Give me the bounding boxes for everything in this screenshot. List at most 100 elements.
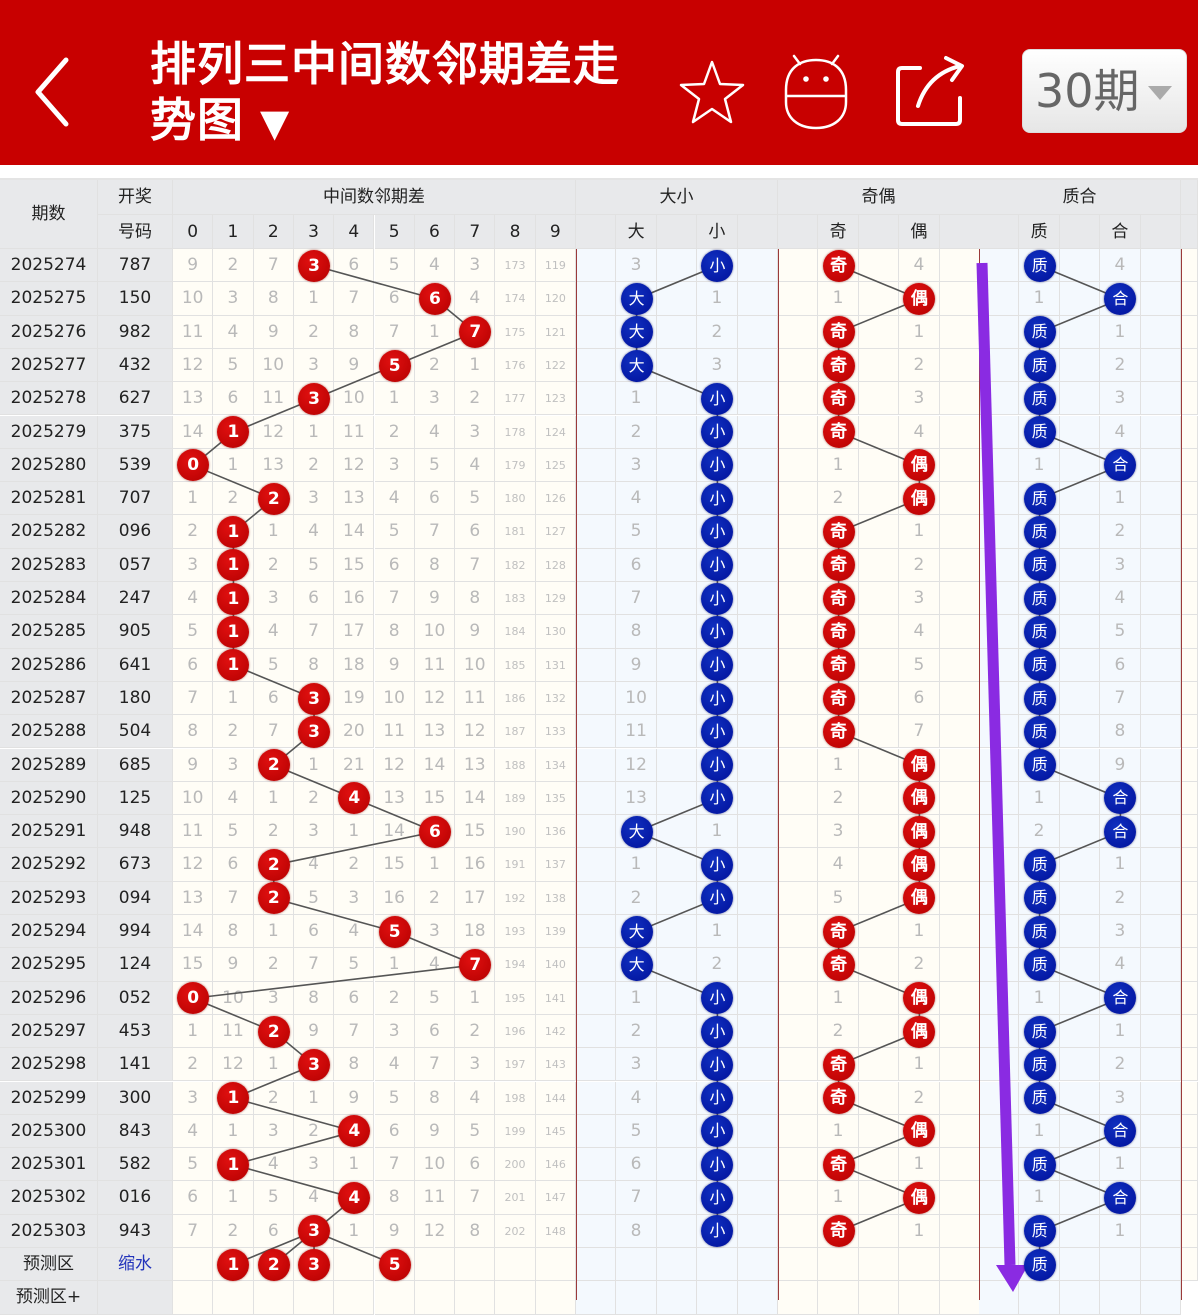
pc-cell bbox=[1140, 348, 1181, 383]
oe-cell bbox=[858, 615, 900, 649]
favorite-button[interactable] bbox=[674, 52, 750, 132]
diff-hit-ball: 7 bbox=[459, 316, 492, 349]
pc-cell bbox=[1059, 1181, 1101, 1215]
pc-hit-ball-prime: 质 bbox=[1023, 249, 1056, 282]
extra-cell bbox=[1181, 348, 1198, 383]
pc-cell: 7 bbox=[1100, 681, 1141, 716]
shrink-link[interactable]: 缩水 bbox=[98, 1248, 173, 1282]
diff-cell: 4 bbox=[455, 1081, 496, 1115]
pc-cell bbox=[1140, 515, 1181, 549]
diff-cell: 4 bbox=[293, 515, 335, 549]
oe-cell: 1 bbox=[818, 1114, 859, 1149]
diff-cell: 5 bbox=[455, 1114, 496, 1149]
predict-diff-cell bbox=[495, 1248, 536, 1282]
header-sub-prime-composite-3: 合 bbox=[1100, 215, 1141, 249]
oe-cell bbox=[939, 415, 980, 449]
oe-hit-ball-even: 偶 bbox=[903, 982, 936, 1015]
diff-cell: 5 bbox=[173, 1148, 214, 1182]
pc-hit-ball-composite: 合 bbox=[1104, 282, 1137, 315]
pc-cell bbox=[979, 348, 1020, 383]
oe-cell bbox=[939, 548, 980, 582]
diff-cell: 3 bbox=[253, 1114, 294, 1149]
pc-cell bbox=[1059, 648, 1101, 682]
bs-cell bbox=[576, 648, 617, 682]
diff-cell: 17 bbox=[334, 615, 375, 649]
page-title[interactable]: 排列三中间数邻期差走 势图▼ bbox=[150, 36, 640, 151]
oe-cell bbox=[778, 681, 819, 716]
bs-cell: 6 bbox=[616, 1148, 657, 1182]
oe-cell bbox=[778, 482, 819, 516]
oe-cell bbox=[858, 448, 900, 483]
diff-cell: 13 bbox=[173, 382, 214, 416]
oe-cell bbox=[778, 1214, 819, 1248]
diff-cell: 6 bbox=[173, 648, 214, 682]
issue-cell: 2025277 bbox=[0, 348, 98, 383]
bs-cell: 3 bbox=[616, 249, 657, 283]
diff-cell: 141 bbox=[535, 981, 576, 1015]
pc-cell bbox=[1140, 282, 1181, 316]
diff-cell: 9 bbox=[374, 648, 415, 682]
predict-ball[interactable]: 5 bbox=[378, 1248, 411, 1281]
draw-number-cell: 141 bbox=[98, 1048, 173, 1082]
diff-cell: 13 bbox=[173, 881, 214, 915]
diff-cell: 9 bbox=[213, 948, 254, 982]
diff-cell: 8 bbox=[455, 582, 496, 616]
pc-cell bbox=[979, 881, 1020, 915]
diff-cell: 8 bbox=[293, 981, 335, 1015]
diff-cell: 6 bbox=[374, 548, 415, 582]
predict-prime-ball[interactable]: 质 bbox=[1023, 1248, 1056, 1281]
period-select[interactable]: 30期 bbox=[1022, 49, 1187, 133]
diff-cell: 18 bbox=[455, 915, 496, 949]
bs-hit-ball-small: 小 bbox=[701, 1215, 734, 1248]
diff-cell: 16 bbox=[455, 848, 496, 882]
extra-cell bbox=[1181, 815, 1198, 849]
oe-cell bbox=[858, 981, 900, 1015]
header-sub-odd-even-2 bbox=[858, 215, 900, 249]
diff-cell: 1 bbox=[334, 1148, 375, 1182]
pc-cell bbox=[1140, 482, 1181, 516]
bs-hit-ball-small: 小 bbox=[701, 582, 734, 615]
predict-ball[interactable]: 1 bbox=[217, 1248, 250, 1281]
pc-hit-ball-prime: 质 bbox=[1023, 316, 1056, 349]
diff-cell: 11 bbox=[334, 415, 375, 449]
pc-cell bbox=[979, 482, 1020, 516]
extra-cell bbox=[1181, 915, 1198, 949]
bs-cell: 1 bbox=[616, 848, 657, 882]
bs-cell: 7 bbox=[616, 1181, 657, 1215]
title-dropdown-caret-icon[interactable]: ▼ bbox=[260, 101, 291, 145]
oe-cell: 1 bbox=[899, 515, 940, 549]
bs-cell: 2 bbox=[697, 315, 738, 349]
header-sub-odd-even-4 bbox=[939, 215, 980, 249]
robot-button[interactable] bbox=[778, 52, 854, 132]
bs-hit-ball-small: 小 bbox=[701, 615, 734, 648]
predict-ball[interactable]: 2 bbox=[257, 1248, 290, 1281]
bs-cell: 13 bbox=[616, 781, 657, 816]
bs-cell bbox=[656, 348, 698, 383]
back-button[interactable] bbox=[28, 52, 78, 132]
pc-hit-ball-prime: 质 bbox=[1023, 649, 1056, 682]
diff-cell: 131 bbox=[535, 648, 576, 682]
diff-cell: 10 bbox=[173, 781, 214, 816]
pc-cell: 2 bbox=[1100, 881, 1141, 915]
pc-hit-ball-prime: 质 bbox=[1023, 382, 1056, 415]
share-button[interactable] bbox=[890, 52, 966, 132]
oe-cell bbox=[858, 1148, 900, 1182]
bs-cell: 12 bbox=[616, 748, 657, 782]
pc-cell bbox=[979, 815, 1020, 849]
bs-cell bbox=[656, 548, 698, 582]
oe-hit-ball-even: 偶 bbox=[903, 1115, 936, 1148]
extra-cell bbox=[1181, 382, 1198, 416]
diff-cell: 4 bbox=[414, 415, 456, 449]
pc-hit-ball-prime: 质 bbox=[1023, 749, 1056, 782]
diff-cell: 9 bbox=[293, 1014, 335, 1049]
predict-ball[interactable]: 3 bbox=[298, 1248, 331, 1281]
robot-icon bbox=[784, 54, 848, 130]
diff-cell: 5 bbox=[374, 1081, 415, 1115]
diff-cell: 7 bbox=[253, 249, 294, 283]
diff-cell: 8 bbox=[173, 715, 214, 749]
oe-cell bbox=[778, 282, 819, 316]
oe-cell bbox=[939, 1048, 980, 1082]
diff-cell: 1 bbox=[293, 748, 335, 782]
diff-cell: 1 bbox=[253, 915, 294, 949]
diff-hit-ball: 3 bbox=[298, 715, 331, 748]
